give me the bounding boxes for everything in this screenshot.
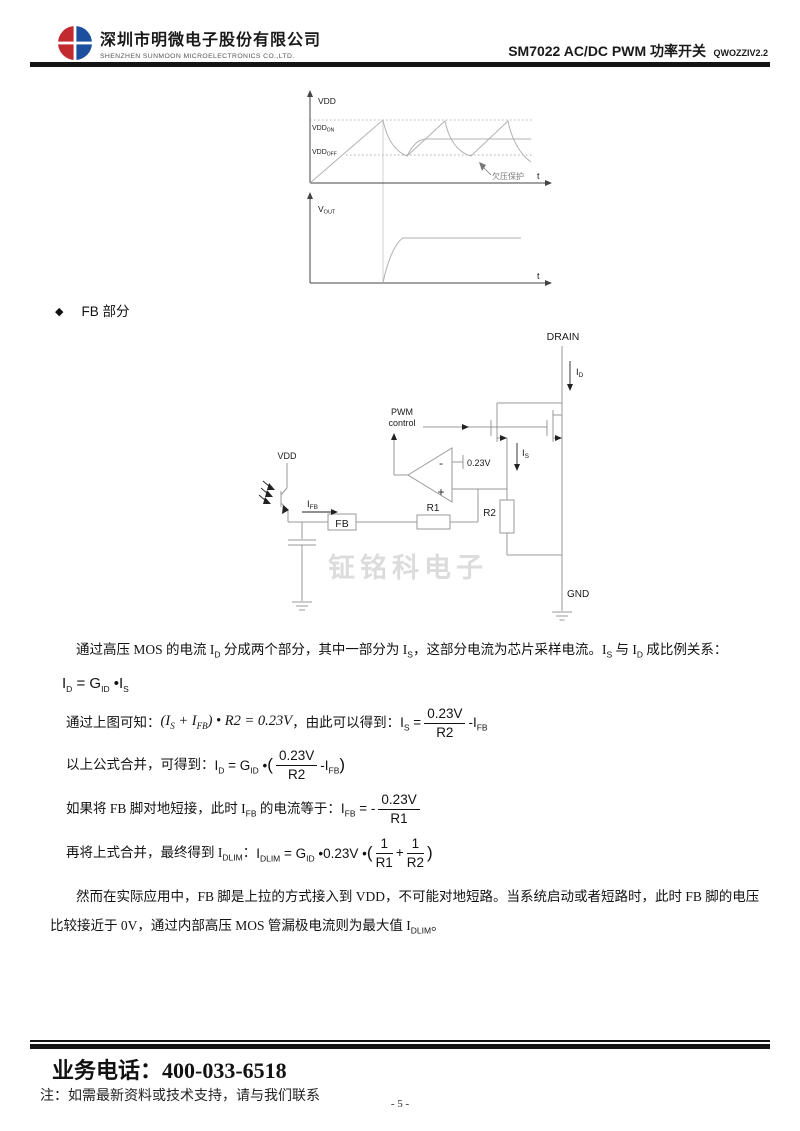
gate-drive-arrow: [462, 424, 469, 430]
vdd-off-threshold-label: VDDOFF: [312, 149, 337, 158]
gnd-label: GND: [567, 589, 589, 600]
comparator-plus-label: +: [437, 485, 444, 499]
is-label: IS: [522, 448, 530, 460]
r2-label: R2: [483, 508, 496, 519]
company-name-cn: 深圳市明微电子股份有限公司: [100, 32, 322, 49]
vdd-axis-label: VDD: [318, 96, 336, 106]
right-source-arrow: [555, 435, 562, 441]
service-phone-label: 业务电话：: [52, 1058, 163, 1083]
pwm-label-line2: control: [388, 418, 415, 428]
fb-pin-label: FB: [335, 518, 348, 530]
circuit-wires: [280, 346, 572, 621]
vdd-plot: VDD VDDON VDDOFF 欠压保护 t: [307, 90, 552, 186]
service-phone-number: 400-033-6518: [162, 1058, 287, 1083]
vdd-time-axis-label: t: [537, 171, 540, 181]
document-title: SM7022 AC/DC PWM 功率开关 QWOZZIV2.2: [508, 41, 768, 61]
undervoltage-annotation: 欠压保护: [492, 171, 524, 181]
resistor-r1: [416, 514, 451, 530]
vout-axis-label: VOUT: [318, 204, 336, 216]
vref-label: 0.23V: [467, 458, 491, 468]
sunmoon-logo-icon: [57, 25, 93, 61]
watermark: 钲铭科电子: [328, 553, 488, 583]
diamond-bullet-icon: ◆: [55, 306, 64, 318]
resistor-r2: [499, 499, 515, 534]
vout-curve: [382, 237, 521, 284]
company-logo: [57, 25, 93, 66]
formula-idlim: 再将上式合并，最终得到 IDLIM：IDLIM = GID •0.23V •(1…: [66, 836, 433, 870]
id-label: ID: [576, 367, 584, 379]
formula-id-gid-is: ID = GID •IS: [62, 675, 129, 694]
fb-circuit-diagram: DRAIN ID PWM control - + 0.23V IS VDD IF…: [258, 331, 589, 621]
left-source-arrow: [500, 435, 507, 441]
section-title: FB 部分: [81, 304, 130, 319]
pwm-output-arrow: [391, 433, 397, 440]
doc-version: QWOZZIV2.2: [713, 48, 768, 58]
header-rule: [30, 62, 770, 67]
formula-is-derivation: 通过上图可知：(IS + IFB) • R2 = 0.23V，由此可以得到：IS…: [66, 706, 488, 740]
vdd-hiccup-curve: [309, 119, 532, 184]
drain-label: DRAIN: [547, 331, 580, 343]
vdd-vout-waveform-figure: VDD VDDON VDDOFF 欠压保护 t VOUT t: [307, 90, 552, 286]
r1-label: R1: [427, 503, 440, 514]
ifb-current-arrow: [331, 509, 338, 515]
vdd-steady-curve: [406, 138, 531, 157]
comparator-minus-label: -: [439, 456, 443, 470]
company-name-en: SHENZHEN SUNMOON MICROELECTRONICS CO.,LT…: [100, 53, 295, 60]
company-name-block: 深圳市明微电子股份有限公司 SHENZHEN SUNMOON MICROELEC…: [100, 26, 321, 60]
is-current-arrow: [514, 464, 520, 471]
vout-time-axis-label: t: [537, 271, 540, 281]
ifb-label: IFB: [307, 499, 318, 511]
fb-pin-box: [327, 513, 357, 531]
opto-emitter-arrow: [282, 505, 289, 514]
pwm-label-line1: PWM: [391, 407, 413, 417]
service-phone: 业务电话：400-033-6518: [52, 1053, 287, 1085]
id-current-arrow: [567, 384, 573, 391]
footer-note: 注：如需最新资料或技术支持，请与我们联系: [40, 1089, 320, 1104]
footer-rule-thin: [30, 1040, 770, 1042]
light-arrow-1: [267, 483, 275, 490]
vdd-on-threshold-label: VDDON: [312, 125, 335, 134]
vout-plot: VOUT t: [307, 192, 552, 286]
section-heading-fb: ◆ FB 部分: [55, 300, 129, 320]
light-arrow-2: [265, 490, 273, 497]
vdd-label: VDD: [277, 451, 297, 461]
page-number: - 5 -: [390, 1098, 410, 1110]
circuit-arrows: [258, 361, 573, 515]
paragraph-6: 然而在实际应用中，FB 脚是上拉的方式接入到 VDD，不可能对地短路。当系统启动…: [50, 889, 760, 936]
paragraph-1: 通过高压 MOS 的电流 ID 分成两个部分，其中一部分为 IS，这部分电流为芯…: [76, 642, 728, 660]
body-text: 通过高压 MOS 的电流 ID 分成两个部分，其中一部分为 IS，这部分电流为芯…: [50, 640, 762, 940]
footer-rule-thick: [30, 1044, 770, 1049]
light-arrow-3: [263, 497, 271, 504]
doc-title-text: SM7022 AC/DC PWM 功率开关: [508, 43, 707, 59]
